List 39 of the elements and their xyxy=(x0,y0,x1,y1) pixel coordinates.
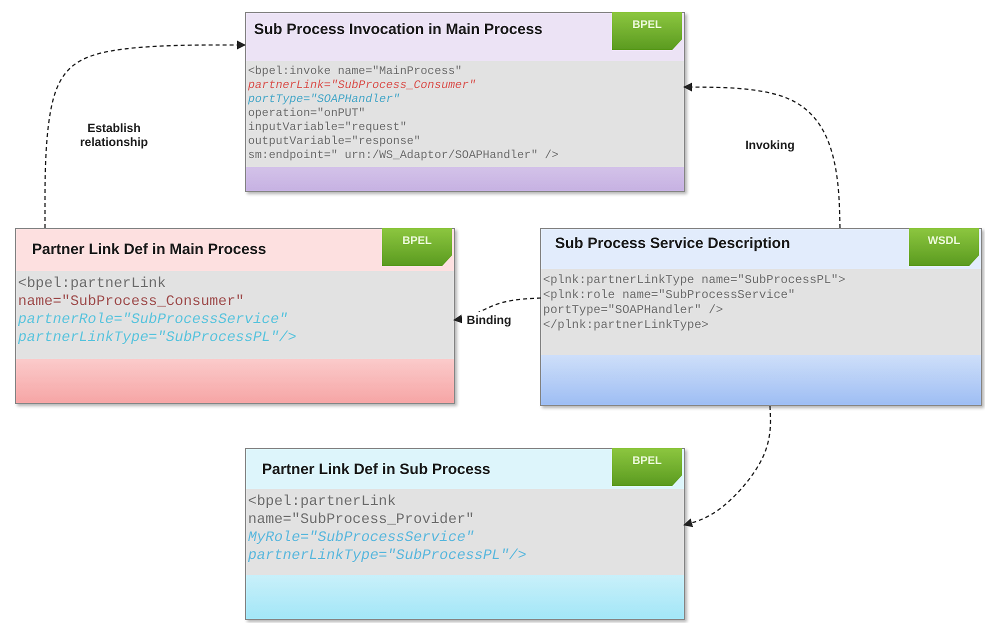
code-line: inputVariable="request" xyxy=(248,121,407,135)
code-line: partnerLinkType="SubProcessPL"/> xyxy=(248,547,526,565)
format-tag: WSDL xyxy=(909,228,979,266)
code-line: portType="SOAPHandler" /> xyxy=(543,303,724,318)
code-line: <bpel:partnerLink xyxy=(18,275,166,293)
code-line: </plnk:partnerLinkType> xyxy=(543,318,709,333)
code-line: name="SubProcess_Consumer" xyxy=(18,293,244,311)
code-line: partnerRole="SubProcessService" xyxy=(18,311,288,329)
code-line: portType="SOAPHandler" xyxy=(248,93,400,107)
code-line: name="SubProcess_Provider" xyxy=(248,511,474,529)
dashed-arrow xyxy=(683,406,772,528)
dashed-arrow xyxy=(44,40,246,228)
dashed-arrow xyxy=(453,297,542,324)
dashed-arrow xyxy=(683,82,841,228)
process-card xyxy=(245,448,685,620)
card-title: Partner Link Def in Main Process xyxy=(32,241,266,258)
process-card xyxy=(245,12,685,192)
code-line: sm:endpoint=" urn:/WS_Adaptor/SOAPHandler" /> xyxy=(248,149,559,163)
code-line: <bpel:partnerLink xyxy=(248,493,396,511)
code-block xyxy=(246,61,684,167)
card-title: Sub Process Service Description xyxy=(555,235,790,252)
code-line: outputVariable="response" xyxy=(248,135,421,149)
card-title: Partner Link Def in Sub Process xyxy=(262,461,490,478)
code-line: operation="onPUT" xyxy=(248,107,366,121)
code-line: partnerLinkType="SubProcessPL"/> xyxy=(18,329,296,347)
format-tag: BPEL xyxy=(612,448,682,486)
process-card xyxy=(540,228,982,406)
process-card xyxy=(15,228,455,404)
code-block xyxy=(16,271,454,359)
code-line: <plnk:partnerLinkType name="SubProcessPL"> xyxy=(543,273,846,288)
code-line: MyRole="SubProcessService" xyxy=(248,529,474,547)
code-line: <bpel:invoke name="MainProcess" xyxy=(248,65,462,79)
code-line: partnerLink="SubProcess_Consumer" xyxy=(248,79,476,93)
format-tag: BPEL xyxy=(382,228,452,266)
code-block xyxy=(541,269,981,355)
code-block xyxy=(246,489,684,575)
card-title: Sub Process Invocation in Main Process xyxy=(254,21,542,38)
code-line: <plnk:role name="SubProcessService" xyxy=(543,288,796,303)
format-tag: BPEL xyxy=(612,12,682,50)
